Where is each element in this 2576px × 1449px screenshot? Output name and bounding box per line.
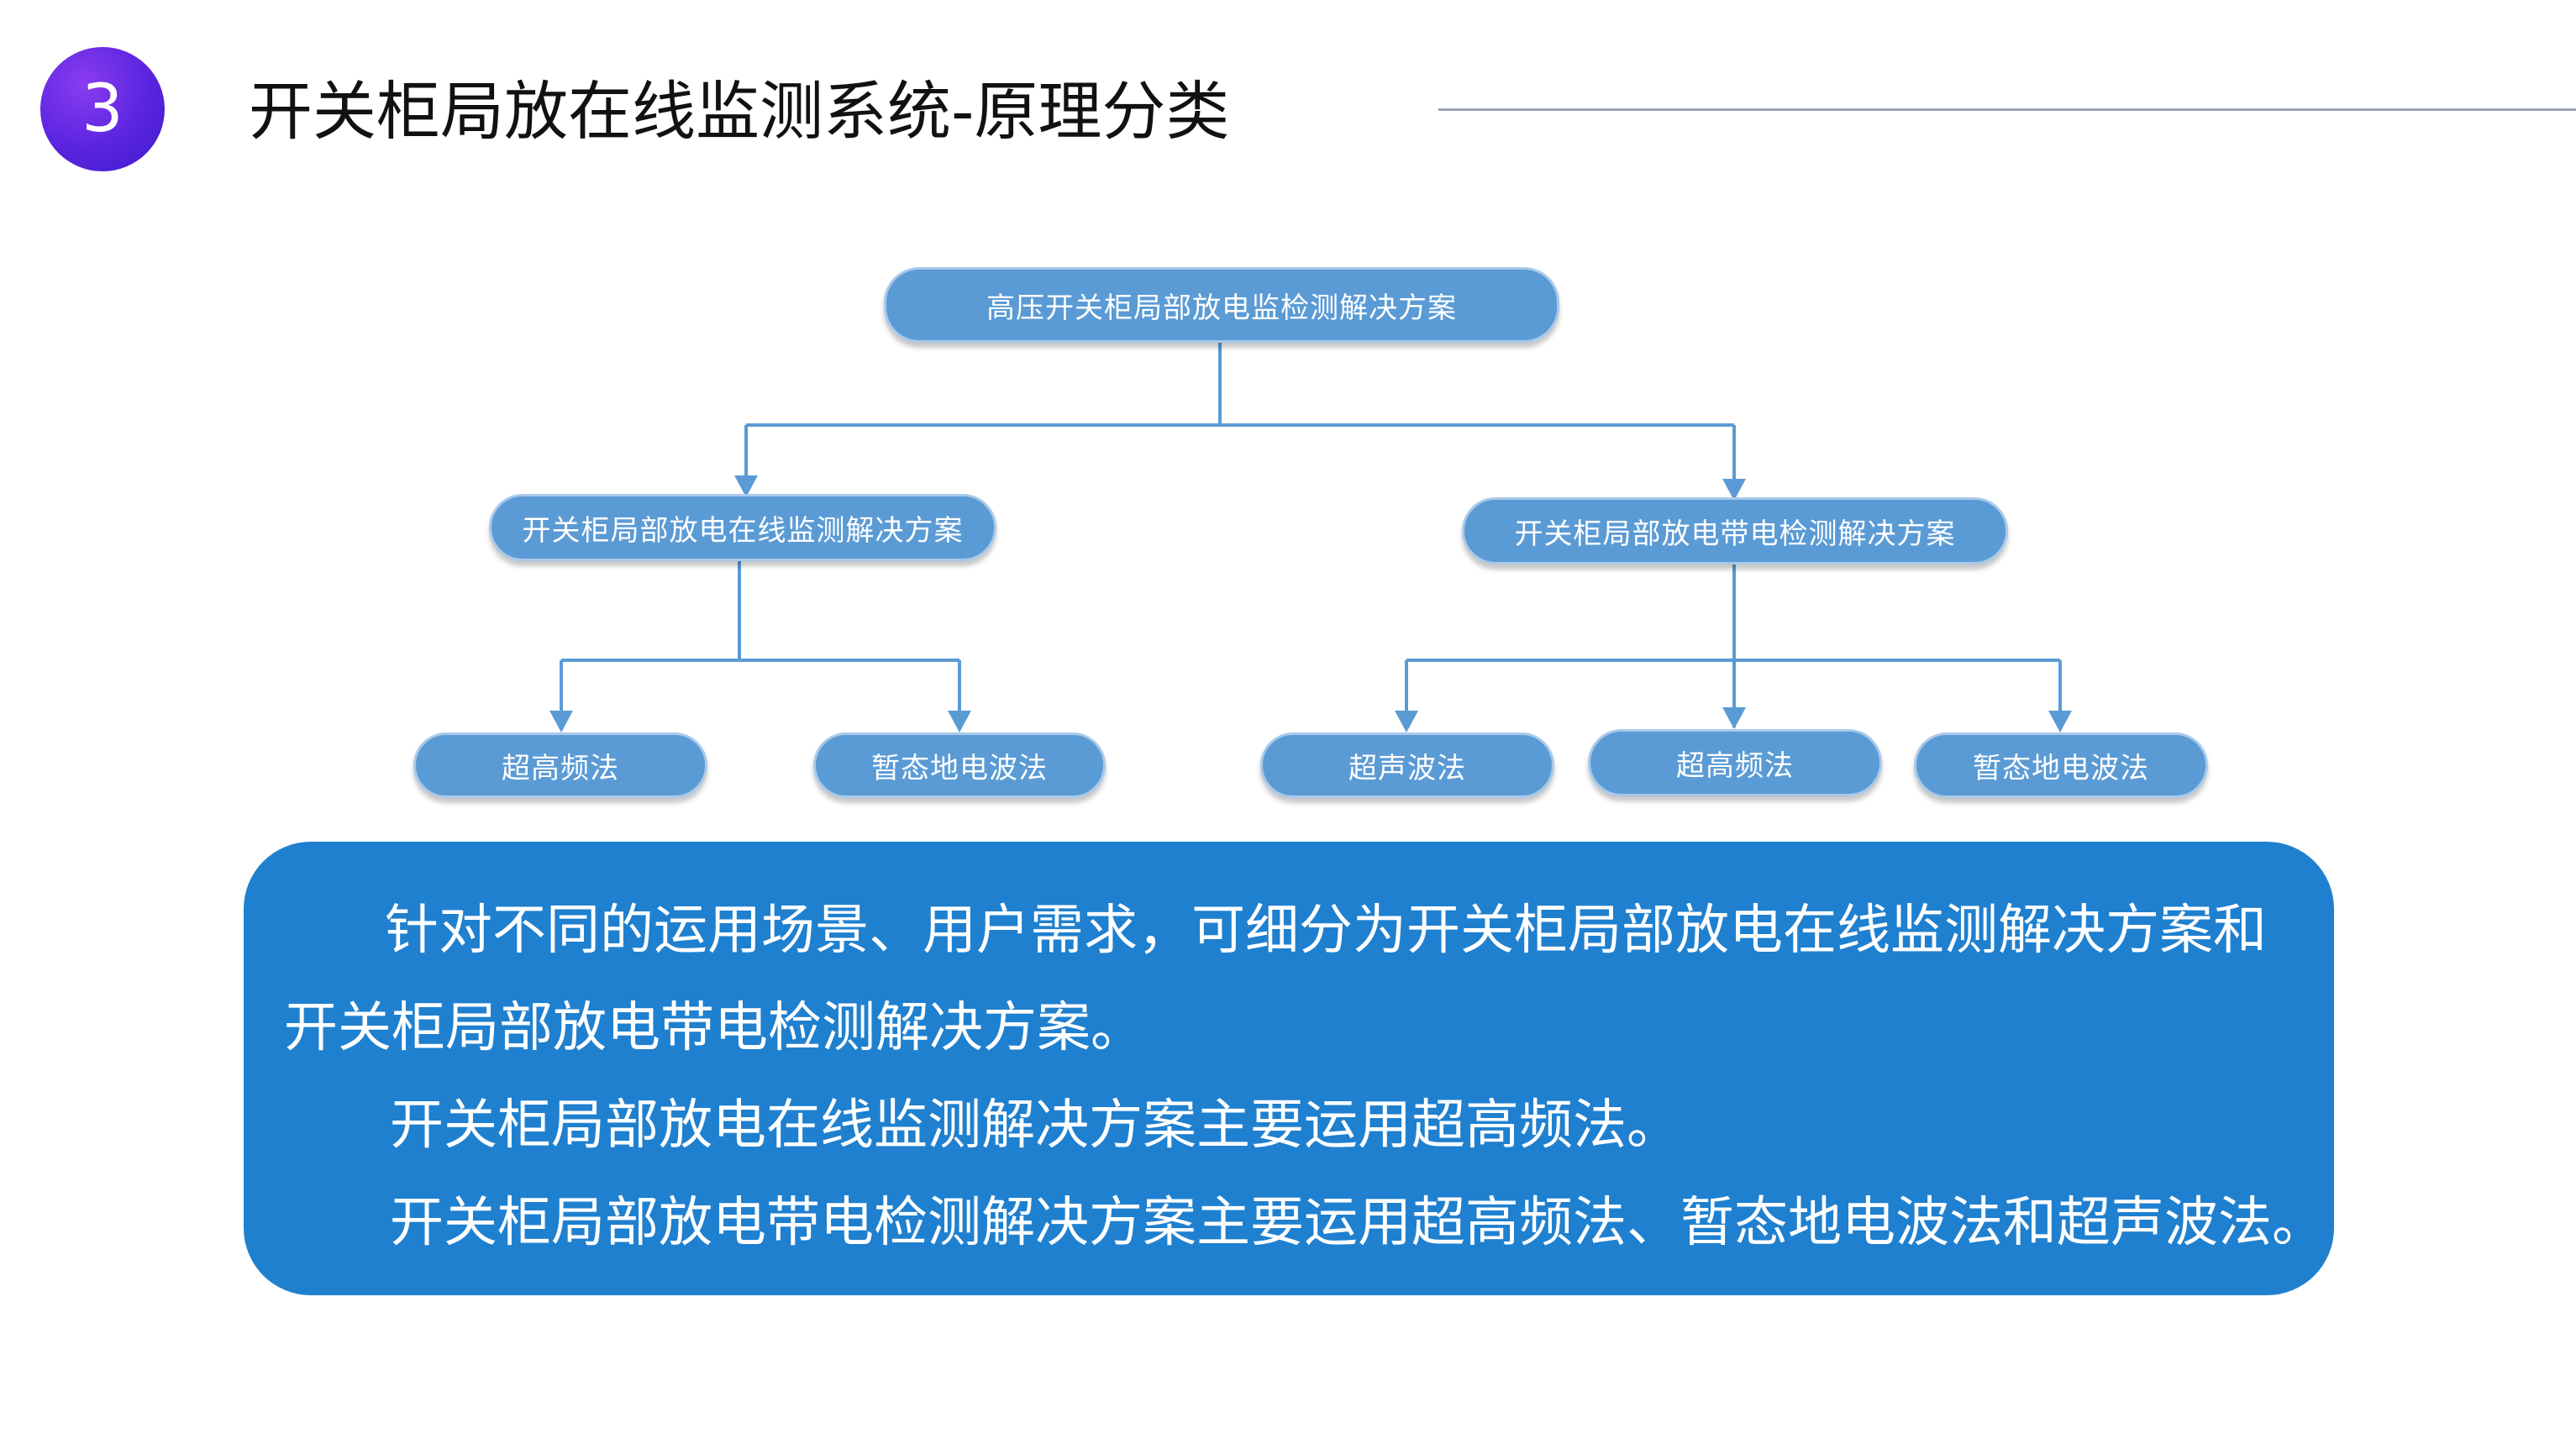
leaf-live-tev-node: 暂态地电波法 <box>1914 732 2208 798</box>
section-number-badge: 3 <box>40 47 165 171</box>
arrow-right-leaf-1 <box>1395 711 1418 732</box>
title-divider <box>1438 108 2576 111</box>
leaf-online-tev-node: 暂态地电波法 <box>813 732 1106 798</box>
leaf-online-uhf-node: 超高频法 <box>413 732 707 798</box>
branch-online-monitoring-node: 开关柜局部放电在线监测解决方案 <box>489 494 996 561</box>
description-paragraph-2: 开关柜局部放电在线监测解决方案主要运用超高频法。 <box>390 1095 1680 1157</box>
leaf-live-ultrasonic-node: 超声波法 <box>1260 732 1554 798</box>
arrow-left-leaf-1 <box>549 711 573 732</box>
description-panel: 针对不同的运用场景、用户需求，可细分为开关柜局部放电在线监测解决方案和开关柜局部… <box>244 842 2334 1295</box>
description-paragraph-3: 开关柜局部放电带电检测解决方案主要运用超高频法、暂态地电波法和超声波法。 <box>390 1192 2326 1254</box>
arrow-left-leaf-2 <box>948 711 971 732</box>
description-paragraph-1: 针对不同的运用场景、用户需求，可细分为开关柜局部放电在线监测解决方案和开关柜局部… <box>284 900 2267 1059</box>
arrow-right-leaf-2 <box>1722 707 1746 729</box>
arrow-root-left <box>734 475 758 497</box>
arrow-right-leaf-3 <box>2048 711 2072 732</box>
page-title: 开关柜局放在线监测系统-原理分类 <box>249 74 1230 149</box>
leaf-live-uhf-node: 超高频法 <box>1588 729 1882 796</box>
diagram-root-node: 高压开关柜局部放电监检测解决方案 <box>884 267 1559 343</box>
branch-live-detection-node: 开关柜局部放电带电检测解决方案 <box>1462 497 2008 564</box>
arrow-root-right <box>1722 479 1746 501</box>
